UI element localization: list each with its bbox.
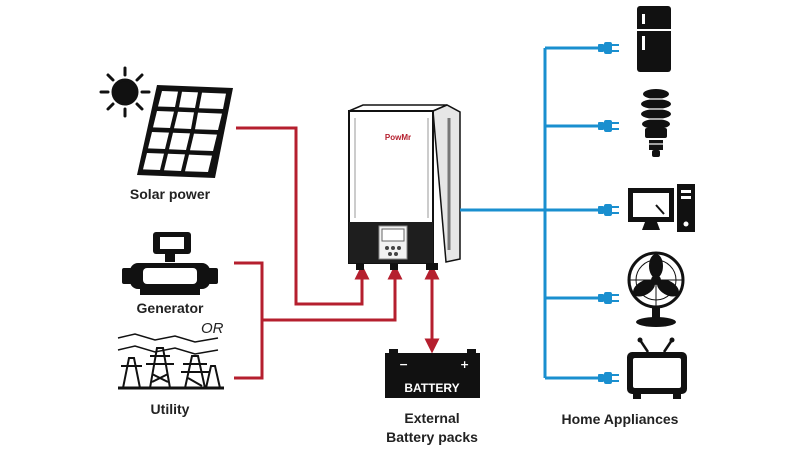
solar-line xyxy=(236,126,370,306)
or-label: OR xyxy=(201,320,224,337)
inverter-logo: PowMr xyxy=(385,133,411,142)
plug-icon xyxy=(598,292,619,304)
inverter-unit: PowMr xyxy=(348,104,461,270)
sun-icon xyxy=(99,66,151,118)
generator-icon xyxy=(122,232,218,295)
external-battery-label: External Battery packs xyxy=(362,409,502,447)
plug-icon xyxy=(598,120,619,132)
home-appliances-label: Home Appliances xyxy=(561,411,679,427)
fan-icon xyxy=(627,251,685,327)
svg-text:+: + xyxy=(460,358,469,371)
battery-label: BATTERY xyxy=(404,381,459,395)
plug-icons xyxy=(598,42,619,384)
generator-line xyxy=(234,261,264,380)
computer-icon xyxy=(628,184,695,232)
svg-text:−: − xyxy=(399,358,408,371)
utility-pylon-icon xyxy=(117,333,224,390)
input-lines xyxy=(234,126,440,380)
tv-icon xyxy=(627,337,687,399)
utility-label: Utility xyxy=(150,401,190,417)
output-lines xyxy=(460,46,600,380)
external-battery-line-2: Battery packs xyxy=(386,429,478,445)
plug-icon xyxy=(598,42,619,54)
plug-icon xyxy=(598,204,619,216)
solar-panel-icon xyxy=(137,85,233,178)
solar-power-label: Solar power xyxy=(129,186,211,202)
external-battery-line-1: External xyxy=(404,410,460,426)
generator-label: Generator xyxy=(136,300,204,316)
grid-line xyxy=(262,264,403,322)
fridge-icon xyxy=(637,6,671,72)
battery-icon: − + BATTERY xyxy=(385,349,480,398)
bulb-icon xyxy=(641,89,671,157)
plug-icon xyxy=(598,372,619,384)
